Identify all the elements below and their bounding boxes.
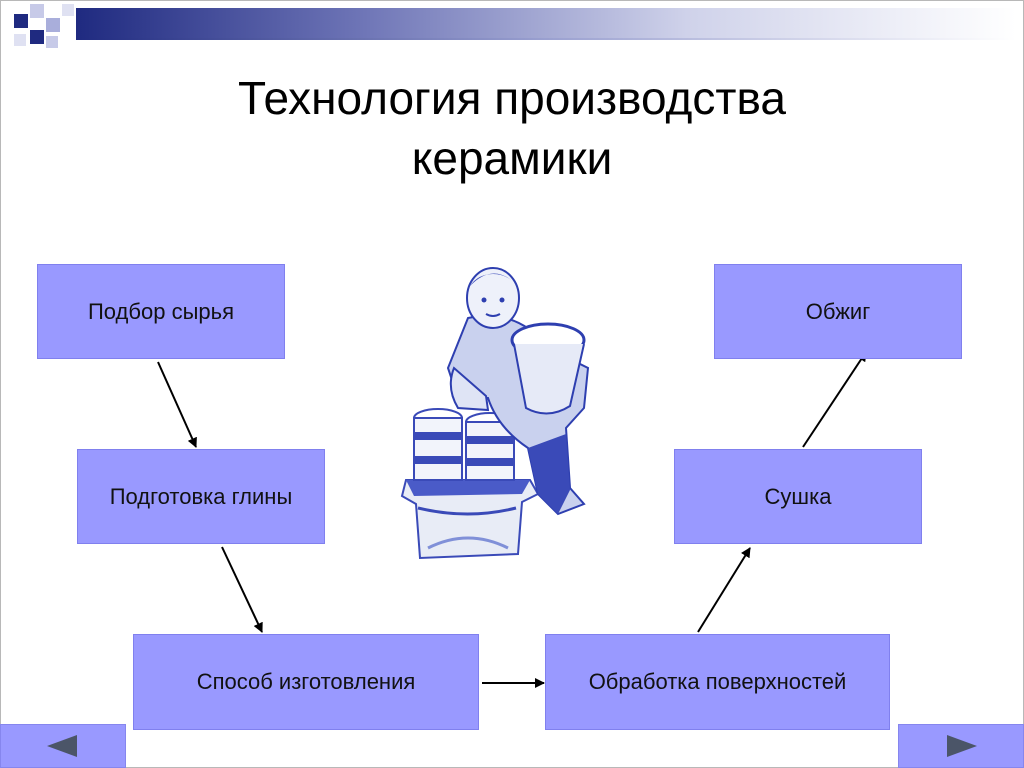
node-label: Подбор сырья xyxy=(87,298,234,324)
bucket-image xyxy=(510,322,586,415)
node-raw-material: Подбор сырья xyxy=(37,264,285,359)
node-label: Подготовка глины xyxy=(109,483,293,509)
barrel-right-image xyxy=(465,412,515,481)
arrow-surface-to-drying xyxy=(697,547,751,633)
node-firing: Обжиг xyxy=(714,264,962,359)
arrow-clay-to-manufacturing xyxy=(221,546,263,633)
prev-slide-button[interactable] xyxy=(0,724,126,768)
arrow-drying-to-firing xyxy=(802,351,867,448)
title-line-2: керамики xyxy=(411,132,613,184)
arrow-raw-to-clay xyxy=(157,361,197,448)
ceramic-figurine-image xyxy=(400,267,590,560)
node-drying: Сушка xyxy=(674,449,922,544)
node-surface: Обработка поверхностей xyxy=(545,634,890,730)
node-label: Обработка поверхностей xyxy=(588,669,847,694)
next-slide-button[interactable] xyxy=(898,724,1024,768)
title-line-1: Технология производства xyxy=(238,72,786,124)
barrel-left-image xyxy=(413,408,463,481)
triangle-left-icon xyxy=(47,735,77,757)
node-label: Обжиг xyxy=(805,298,871,324)
node-label: Способ изготовления xyxy=(196,669,416,694)
node-label: Сушка xyxy=(764,483,832,509)
node-manufacturing: Способ изготовления xyxy=(133,634,479,730)
slide-title: Технология производства керамики xyxy=(0,68,1024,188)
triangle-right-icon xyxy=(947,735,977,757)
node-clay-prep: Подготовка глины xyxy=(77,449,325,544)
figure-head-image xyxy=(466,267,520,329)
